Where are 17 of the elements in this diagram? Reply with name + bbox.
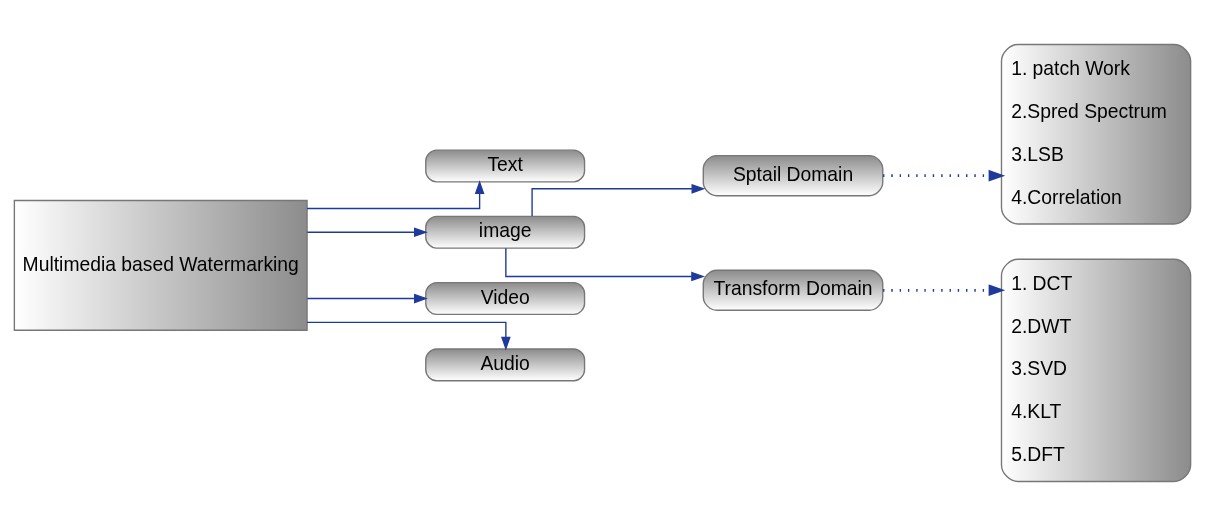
arrow: [883, 169, 1006, 181]
arrow: [505, 247, 706, 281]
node-box: 1. DCT 2.DWT 3.SVD 4.KLT 5.DFT: [1000, 258, 1192, 482]
arrow: [306, 226, 428, 237]
node-box: Transform Domain: [702, 269, 884, 311]
node-box: Text: [425, 148, 586, 183]
arrow: [306, 179, 485, 209]
node-box: Multimedia based Watermarking: [13, 199, 308, 331]
arrow: [531, 183, 706, 217]
node-box: Sptail Domain: [702, 154, 884, 196]
node-box: 1. patch Work 2.Spred Spectrum 3.LSB 4.Correlation: [1000, 43, 1192, 225]
node-box: Audio: [425, 347, 586, 381]
arrow: [306, 293, 428, 303]
arrow: [306, 321, 511, 351]
arrow: [883, 283, 1006, 296]
node-box: image: [425, 215, 586, 249]
node-box: Video: [425, 281, 586, 315]
